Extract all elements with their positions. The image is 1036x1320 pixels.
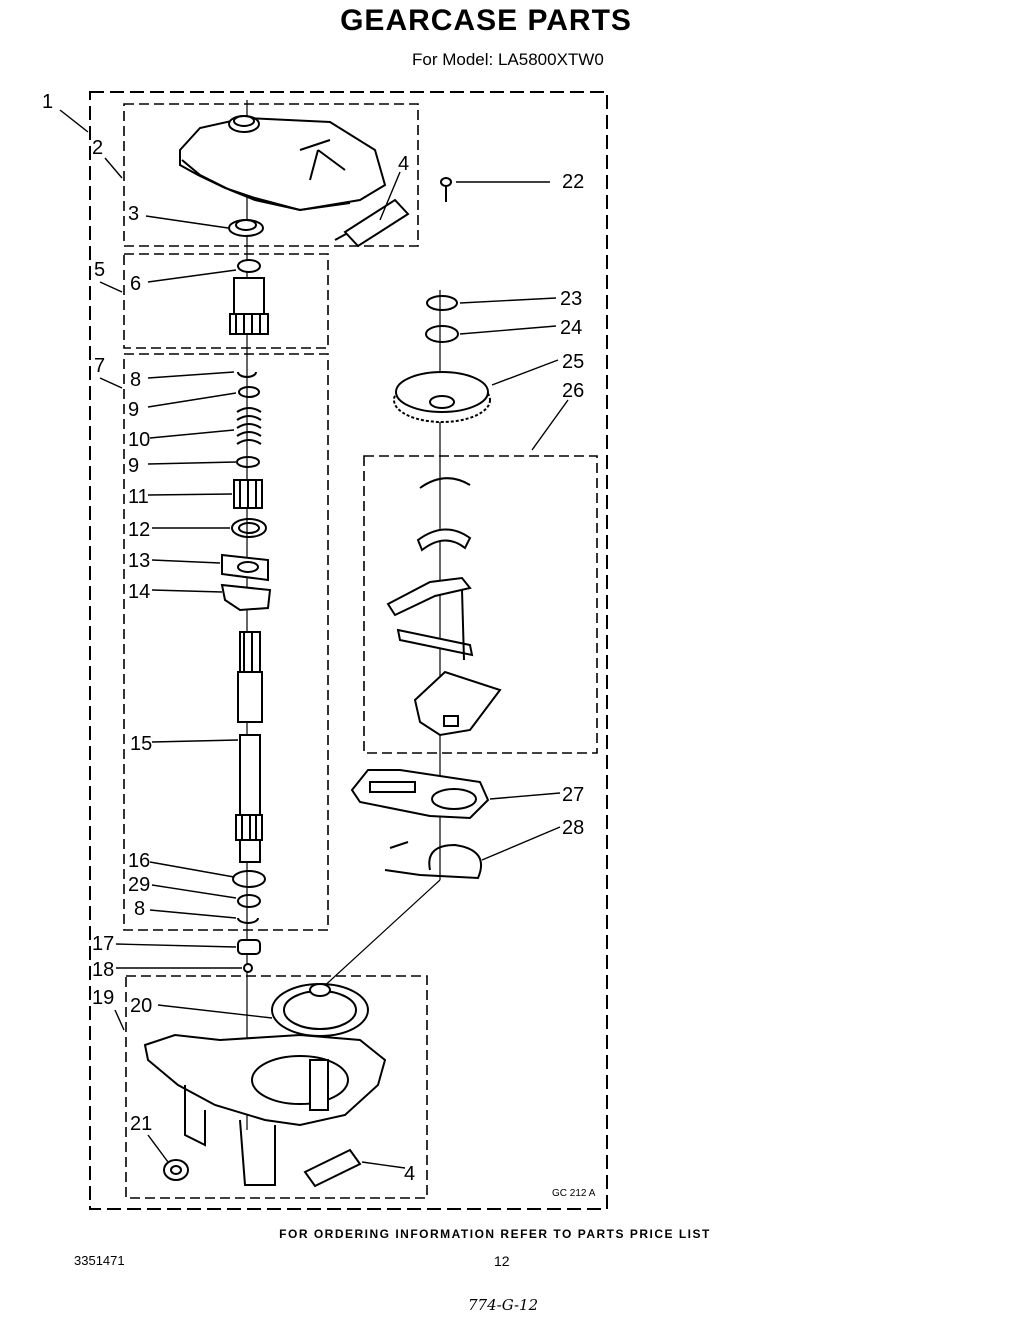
grease-tube-bottom [303, 1148, 362, 1188]
page-number: 12 [494, 1253, 510, 1269]
callout-6: 6 [130, 273, 141, 295]
callout-8-top: 8 [130, 369, 141, 391]
art-code: GC 212 A [552, 1188, 596, 1199]
callout-7: 7 [94, 355, 105, 377]
ball-18 [243, 963, 253, 973]
callout-25: 25 [562, 351, 584, 373]
model-number: For Model: LA5800XTW0 [412, 50, 604, 69]
shifter-group-box [363, 455, 598, 754]
callout-17: 17 [92, 933, 114, 955]
bushing-21 [163, 1159, 189, 1181]
bearing-17 [237, 939, 261, 955]
base-group-box [125, 975, 428, 1199]
cam-14 [220, 583, 272, 612]
assembly-border [89, 91, 608, 1210]
callout-21: 21 [130, 1113, 152, 1135]
drive-block-27 [350, 769, 490, 820]
shifter-assembly-26 [386, 477, 502, 737]
callout-13: 13 [128, 550, 150, 572]
washer-9-top [238, 386, 260, 398]
gear-25 [393, 371, 491, 423]
cover-group-box [123, 103, 419, 247]
washer-16 [232, 870, 266, 888]
pinion-6 [229, 259, 269, 335]
clip-8-lower [237, 917, 259, 924]
screw-22 [440, 177, 452, 202]
pinion-group-box [123, 253, 329, 349]
document-number: 3351471 [74, 1253, 125, 1268]
callout-8-lower: 8 [134, 898, 145, 920]
callout-10: 10 [128, 429, 150, 451]
washer-29 [237, 894, 261, 908]
shaft-15 [235, 631, 263, 863]
callout-2: 2 [92, 137, 103, 159]
callout-9-lower: 9 [128, 455, 139, 477]
callout-9-top: 9 [128, 399, 139, 421]
grease-tube-top [334, 198, 410, 248]
spring-10 [236, 407, 262, 445]
callout-12: 12 [128, 519, 150, 541]
callout-16: 16 [128, 850, 150, 872]
callout-28: 28 [562, 817, 584, 839]
gear-11 [233, 479, 263, 509]
callout-1: 1 [42, 91, 53, 113]
callout-11: 11 [128, 486, 149, 508]
drive-link-line [319, 879, 441, 991]
callout-19: 19 [92, 987, 114, 1009]
handwritten-note: 774-G-12 [468, 1296, 539, 1314]
callout-14: 14 [128, 581, 150, 603]
drive-gear-20 [271, 983, 369, 1111]
ordering-note: FOR ORDERING INFORMATION REFER TO PARTS … [279, 1227, 711, 1241]
callout-23: 23 [560, 288, 582, 310]
seal-3 [228, 219, 264, 237]
washer-24 [425, 325, 459, 343]
page-title: GEARCASE PARTS [340, 4, 632, 37]
gearcase-cover [179, 115, 387, 212]
callout-15: 15 [130, 733, 152, 755]
callout-26: 26 [562, 380, 584, 402]
callout-18: 18 [92, 959, 114, 981]
callout-27: 27 [562, 784, 584, 806]
callout-3: 3 [128, 203, 139, 225]
clip-28 [384, 841, 483, 880]
callout-22: 22 [562, 171, 584, 193]
washer-9-lower [236, 456, 260, 468]
callout-20: 20 [130, 995, 152, 1017]
callout-29: 29 [128, 874, 150, 896]
callout-4-bottom: 4 [404, 1163, 415, 1185]
callout-5: 5 [94, 259, 105, 281]
callout-24: 24 [560, 317, 582, 339]
callout-4-top: 4 [398, 153, 409, 175]
clutch-13 [221, 553, 269, 582]
ring-23 [426, 295, 458, 311]
leader-lines [59, 109, 569, 1169]
shaft-group-box [123, 353, 329, 931]
clip-8-top [237, 371, 257, 378]
ring-12 [231, 518, 267, 538]
